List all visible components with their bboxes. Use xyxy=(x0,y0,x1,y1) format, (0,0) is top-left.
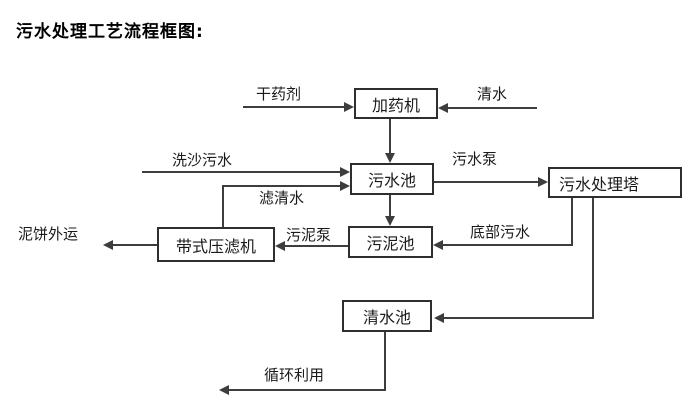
label-sand-wash-sewage: 洗沙污水 xyxy=(172,151,233,169)
node-sludge-pool: 污泥池 xyxy=(348,226,433,258)
edge-sewage-to-sludge-line xyxy=(389,195,391,217)
arrowhead-left-icon xyxy=(434,313,444,323)
edge-recycling-vline xyxy=(384,332,386,391)
edge-dosing-to-sewage-line xyxy=(389,119,391,155)
node-dosing-machine: 加药机 xyxy=(354,88,438,119)
arrowhead-left-icon xyxy=(103,240,113,250)
arrowhead-down-icon xyxy=(385,216,395,226)
arrowhead-left-icon xyxy=(438,103,448,113)
edge-mud-cake-line xyxy=(113,244,157,246)
edge-bottom-sewage-vline xyxy=(571,198,573,245)
label-mud-cake-outbound: 泥饼外运 xyxy=(18,225,79,243)
page-title: 污水处理工艺流程框图: xyxy=(16,22,204,42)
arrowhead-right-icon xyxy=(538,177,548,187)
label-recycling: 循环利用 xyxy=(264,366,325,384)
edge-tower-to-clean-vline xyxy=(592,198,594,319)
label-bottom-sewage: 底部污水 xyxy=(470,223,531,241)
node-belt-filter-press: 带式压滤机 xyxy=(157,227,275,262)
node-sewage-pool: 污水池 xyxy=(350,163,434,195)
arrowhead-left-icon xyxy=(275,241,285,251)
edge-tower-to-clean-hline xyxy=(444,317,594,319)
edge-bottom-sewage-hline xyxy=(443,244,573,246)
edge-clean-water-line xyxy=(448,107,537,109)
arrowhead-right-icon xyxy=(340,181,350,191)
arrowhead-down-icon xyxy=(385,153,395,163)
label-dry-agent: 干药剂 xyxy=(256,85,302,103)
edge-dry-agent-line xyxy=(243,106,344,108)
edge-sludge-pump-line xyxy=(285,245,348,247)
arrowhead-left-icon xyxy=(219,385,229,395)
node-clean-water-pool: 清水池 xyxy=(342,300,432,332)
label-sludge-pump: 污泥泵 xyxy=(286,226,332,244)
edge-sewage-pump-line xyxy=(434,181,538,183)
label-filtered-water: 滤清水 xyxy=(259,189,305,207)
label-sewage-pump: 污水泵 xyxy=(452,150,498,168)
edge-filtered-water-vline xyxy=(222,186,224,227)
arrowhead-right-icon xyxy=(344,102,354,112)
node-treatment-tower: 污水处理塔 xyxy=(548,167,682,198)
arrowhead-left-icon xyxy=(433,240,443,250)
label-clean-water: 清水 xyxy=(477,85,508,103)
edge-filtered-water-hline xyxy=(222,185,340,187)
edge-recycling-hline xyxy=(229,389,386,391)
edge-sand-wash-line xyxy=(142,171,340,173)
arrowhead-right-icon xyxy=(340,167,350,177)
